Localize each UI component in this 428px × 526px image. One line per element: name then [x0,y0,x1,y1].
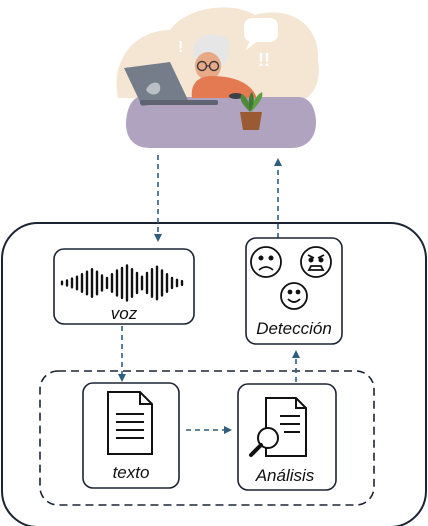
potted-plant-icon [240,92,263,130]
smiling-face-icon [280,282,308,310]
analysis-label: Análisis [255,466,315,485]
laptop-icon [124,62,218,106]
exclamation-left: ! [178,39,183,56]
text-node: texto [82,382,180,489]
angry-face-icon [300,246,332,278]
glasses-icon [196,60,220,72]
waveform-icon [60,264,184,302]
process-container [1,222,427,526]
mouse-icon [229,93,243,99]
sad-face-icon [250,246,282,278]
elderly-woman-illustration: ! !! [116,7,319,148]
desk-cloud [126,97,316,148]
speech-bubble-icon [244,18,278,50]
text-analysis-group [39,370,375,506]
document-search-icon [249,397,307,457]
detection-node: Detección [245,237,343,345]
voice-label: voz [111,304,138,323]
detection-label: Detección [256,319,332,338]
analysis-node: Análisis [237,383,337,491]
text-label: texto [113,463,150,482]
exclamation-right: !! [258,50,270,70]
voice-node: voz [53,248,195,325]
document-icon [107,391,153,455]
